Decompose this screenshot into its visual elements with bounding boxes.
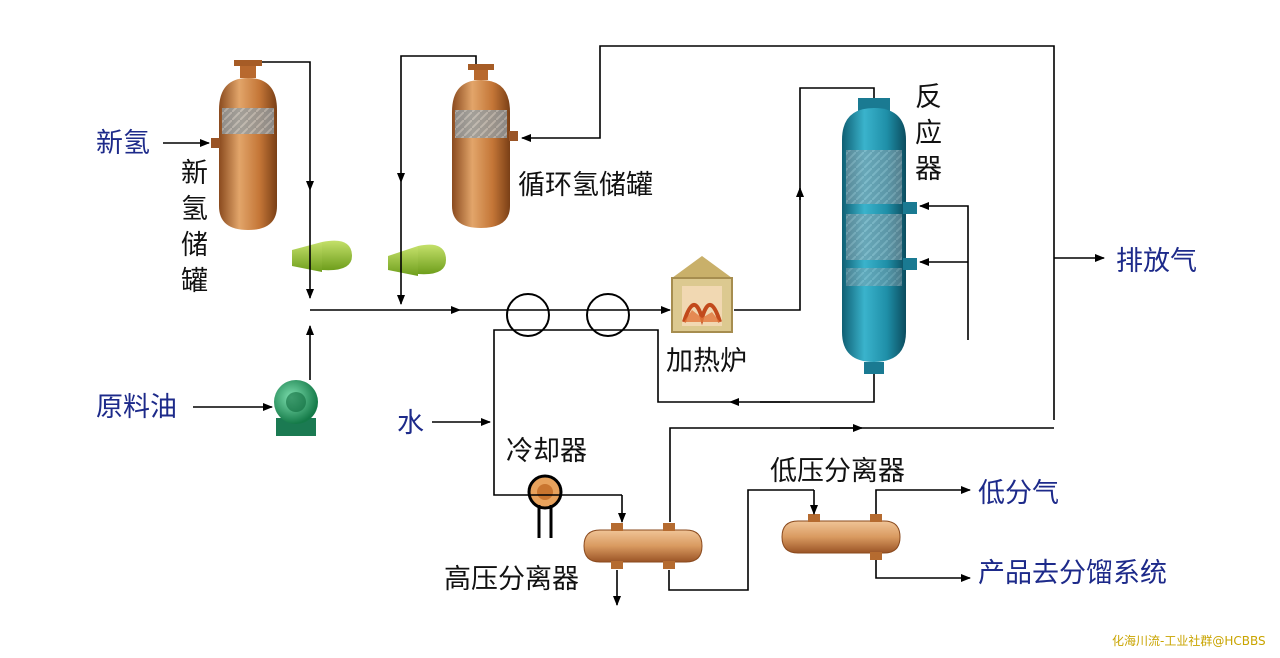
cooler-label: 冷却器	[506, 436, 587, 467]
feed-oil-label: 原料油	[96, 392, 177, 423]
cooler	[527, 474, 563, 538]
water-label: 水	[397, 408, 424, 439]
product-to-fractionation-label: 产品去分馏系统	[978, 558, 1167, 589]
low-gas-label: 低分气	[978, 478, 1059, 509]
watermark: 化海川流-工业社群@HCBBS	[1112, 634, 1266, 648]
new-hydrogen-label: 新氢	[96, 128, 150, 159]
high-pressure-separator-label: 高压分离器	[444, 564, 579, 595]
heating-furnace	[671, 256, 733, 333]
feed-pump	[274, 380, 318, 436]
recycle-hydrogen-tank-label: 循环氢储罐	[518, 170, 653, 201]
recycle-hydrogen-tank	[452, 64, 518, 228]
new-hydrogen-tank	[211, 60, 277, 230]
recycle-hydrogen-compressor	[388, 244, 446, 276]
low-pressure-separator-label: 低压分离器	[770, 456, 905, 487]
reactor-label: 反应器	[915, 82, 942, 185]
new-hydrogen-tank-label: 新氢储罐	[181, 158, 208, 297]
exhaust-gas-label: 排放气	[1116, 246, 1197, 277]
heat-exchanger-1	[506, 293, 550, 337]
pipelines	[163, 45, 1105, 606]
reactor	[842, 98, 917, 374]
heating-furnace-label: 加热炉	[666, 346, 747, 377]
heat-exchanger-2	[586, 293, 630, 337]
new-hydrogen-compressor	[292, 240, 352, 272]
low-pressure-separator	[781, 514, 901, 560]
high-pressure-separator	[583, 523, 703, 569]
